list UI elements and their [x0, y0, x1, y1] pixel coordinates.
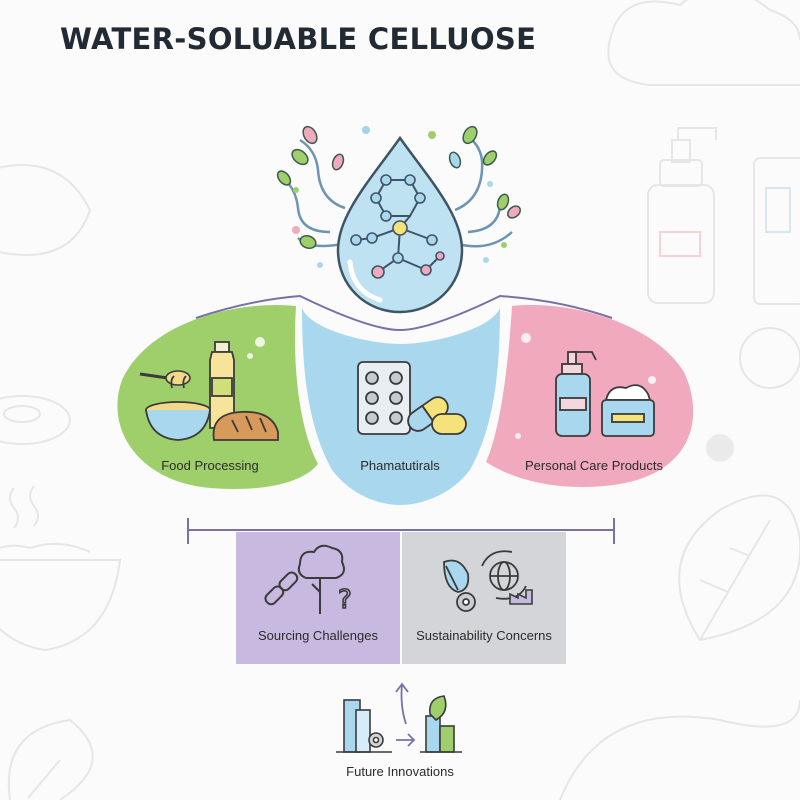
sourcing-challenges-label: Sourcing Challenges: [258, 628, 378, 643]
tube-outline-icon: [753, 157, 800, 305]
page-title: WATER-SOLUABLE CELLUOSE: [60, 22, 537, 56]
top-connector-line: [195, 294, 613, 332]
future-innovations-illustration: [336, 682, 462, 753]
personal-care-label: Personal Care Products: [525, 458, 664, 473]
cereal-bowl-icon: [145, 375, 211, 441]
pharmaceuticals-label: Phamatutirals: [360, 458, 440, 473]
tree-icon: [297, 544, 345, 614]
cream-jar-icon: [601, 384, 655, 437]
pharmaceuticals-petal: Phamatutirals: [302, 308, 500, 505]
bread-loaf-icon: [212, 410, 279, 441]
future-innovations-label: Future Innovations: [346, 764, 454, 779]
lotion-bottle-icon: [555, 351, 597, 437]
pump-bottle-outline-icon: [647, 127, 717, 304]
cellulose-drop-illustration: [276, 125, 522, 314]
donut-outline-icon: [0, 395, 71, 445]
sourcing-challenges-box: ?: [236, 532, 400, 664]
leaf-outline-icon: [678, 494, 800, 642]
bowl-outline-icon: [0, 485, 122, 652]
right-arrow-icon: [396, 733, 416, 747]
question-mark-icon: ?: [338, 585, 352, 615]
leaf-outline-icon: [7, 718, 94, 800]
sustainability-concerns-label: Sustainability Concerns: [416, 628, 552, 643]
capsule-icon: [407, 396, 467, 435]
gear-icon: [456, 592, 476, 612]
green-buildings-icon: [420, 695, 462, 753]
up-arrow-icon: [395, 682, 409, 725]
personal-care-petal: Personal Care Products: [486, 304, 694, 488]
leaf-icon: [443, 559, 470, 593]
broken-chain-icon: [264, 571, 299, 606]
middle-bracket-line: [187, 518, 615, 544]
factory-icon: [509, 589, 533, 605]
food-processing-label: Food Processing: [161, 458, 259, 473]
gear-icon: [368, 732, 384, 748]
city-buildings-icon: [336, 699, 392, 753]
sustainability-concerns-box: [402, 532, 566, 664]
oil-bottle-icon: [209, 341, 235, 429]
food-processing-petal: Food Processing: [117, 304, 318, 489]
pill-blister-icon: [357, 361, 411, 435]
globe-recycle-icon: [481, 550, 527, 600]
cloud-outline-icon: [607, 0, 800, 86]
